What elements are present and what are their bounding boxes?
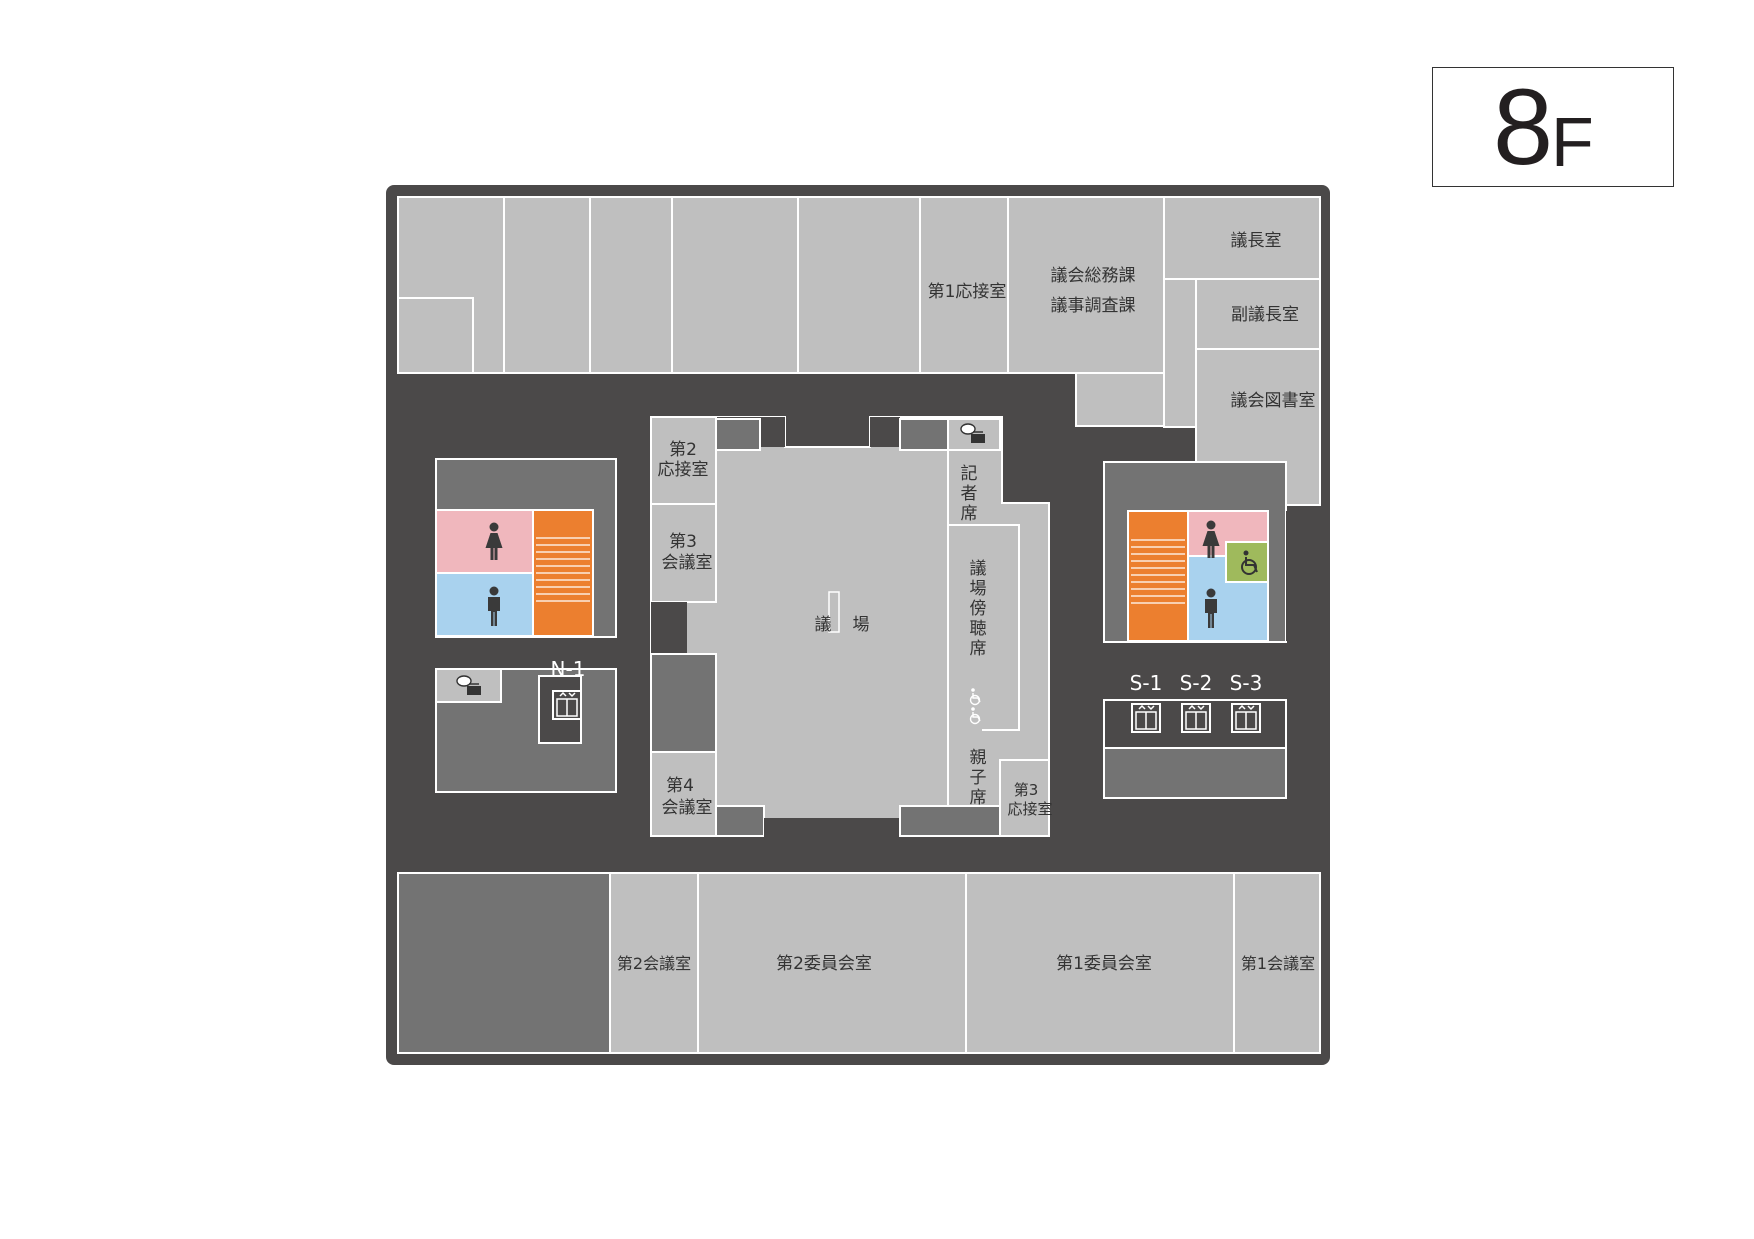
chamber-complex xyxy=(650,416,1050,838)
family-seats-char-2: 子 xyxy=(970,768,987,788)
meeting-room-3-line2: 会議室 xyxy=(662,553,713,573)
meeting-room-4-line1: 第4 xyxy=(666,776,694,796)
male-toilet-north xyxy=(435,572,534,637)
reception-room-3-line1: 第3 xyxy=(1014,781,1039,799)
elevator-n1-label: N-1 xyxy=(551,657,586,681)
floor-unit: F xyxy=(1551,103,1594,181)
meeting-room-1-label: 第1会議室 xyxy=(1241,954,1315,973)
meeting-room-4-line2: 会議室 xyxy=(662,798,713,818)
press-seats-char-1: 記 xyxy=(961,464,978,484)
gallery-char-3: 傍 xyxy=(970,599,987,619)
meeting-room-2-label: 第2会議室 xyxy=(617,954,691,973)
elevator-labels: N-1 S-1 S-2 S-3 xyxy=(551,657,1263,695)
gallery-char-2: 場 xyxy=(970,579,987,599)
meeting-room-3-line1: 第3 xyxy=(669,532,697,552)
south-room-block xyxy=(397,872,1321,1054)
chairman-room-label: 議長室 xyxy=(1231,231,1282,251)
elevator-s1-label: S-1 xyxy=(1130,671,1163,695)
chamber-label-1: 議 xyxy=(815,615,832,635)
committee-room-2-label: 第2委員会室 xyxy=(776,954,872,974)
gallery-char-1: 議 xyxy=(970,559,987,579)
chamber-label-2: 場 xyxy=(853,615,870,635)
vice-chairman-room-label: 副議長室 xyxy=(1231,305,1299,325)
reception-room-2-line2: 応接室 xyxy=(658,460,709,480)
research-division-label: 議事調査課 xyxy=(1051,296,1136,316)
press-seats-char-3: 席 xyxy=(961,504,978,524)
reception-room-1-label: 第1応接室 xyxy=(928,282,1007,302)
wheelchair-icon xyxy=(1241,550,1258,575)
general-affairs-label: 議会総務課 xyxy=(1051,266,1136,286)
gallery-char-4: 聴 xyxy=(970,619,987,639)
accessible-toilet xyxy=(1225,541,1269,583)
north-elevator-core xyxy=(435,668,617,793)
library-label: 議会図書室 xyxy=(1231,391,1316,411)
press-seats-char-2: 者 xyxy=(961,484,978,504)
family-seats-char-3: 席 xyxy=(970,788,987,808)
committee-room-1-label: 第1委員会室 xyxy=(1056,954,1152,974)
room-labels: 第1応接室 議会総務課 議事調査課 議長室 副議長室 議会図書室 第2 応接室 … xyxy=(617,231,1316,974)
south-core xyxy=(1103,461,1298,799)
female-toilet-north xyxy=(435,509,534,574)
family-seats-char-1: 親 xyxy=(970,748,987,768)
gallery-char-5: 席 xyxy=(970,639,987,659)
reception-room-3-line2: 応接室 xyxy=(1007,800,1052,818)
floor-indicator: 8 F xyxy=(1432,66,1674,187)
stairs-south xyxy=(1127,510,1189,642)
north-office-block xyxy=(397,196,1321,506)
floor-number: 8 xyxy=(1493,66,1554,187)
reception-room-2-line1: 第2 xyxy=(669,440,697,460)
north-core xyxy=(435,458,617,638)
elevator-s2-label: S-2 xyxy=(1180,671,1213,695)
elevator-s3-label: S-3 xyxy=(1230,671,1263,695)
